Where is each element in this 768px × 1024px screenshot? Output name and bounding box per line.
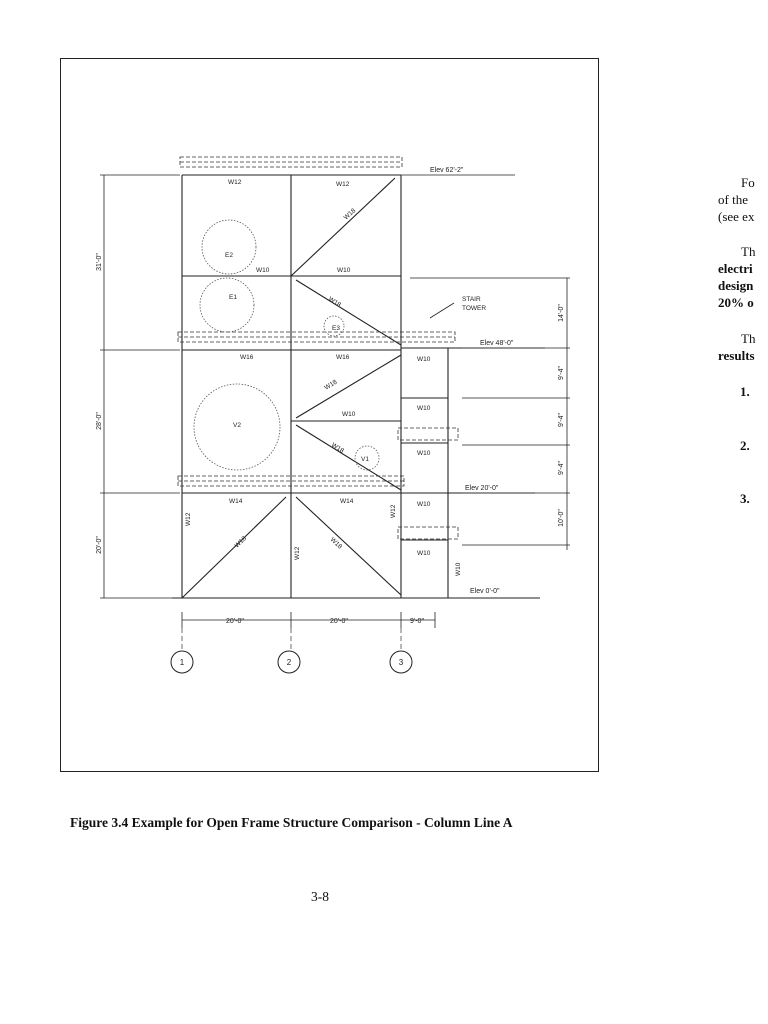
left-dim-1: 31'-0": [96, 253, 103, 271]
member-col-mid: W12: [294, 546, 301, 560]
left-dim-2: 28'-0": [96, 412, 103, 430]
member-brace-5: W18: [234, 535, 249, 550]
member-stair-4: W10: [417, 501, 431, 508]
bottom-dim-1: 20'-0": [226, 618, 244, 625]
left-dim-3: 20'-0": [96, 536, 103, 554]
column-label-2: 2: [287, 658, 292, 667]
brace-top-mid: [290, 177, 396, 277]
column-bubble-3: [389, 650, 413, 674]
right-dim-3: 9'-4": [558, 413, 565, 427]
member-col-right: W12: [390, 504, 397, 518]
figure-frame: [60, 58, 599, 772]
right-text-line: 20% o: [718, 295, 754, 310]
equip-label-v2: V2: [233, 422, 241, 429]
equip-label-e3: E3: [332, 325, 340, 332]
equipment-e3: [323, 315, 345, 337]
right-dim-2: 9'-4": [558, 366, 565, 380]
member-top-left: W12: [228, 179, 242, 186]
column-bubble-2: [277, 650, 301, 674]
member-upper-mid: W10: [337, 267, 351, 274]
right-dim-5: 9'-4": [558, 461, 565, 475]
right-text-line: design: [718, 278, 754, 293]
right-dim-1: 14'-0": [558, 304, 565, 322]
elev-label-48: Elev 48'-0": [480, 340, 514, 347]
member-brace-1: W18: [343, 207, 358, 221]
member-upper-left: W10: [256, 267, 270, 274]
list-number: 1.: [740, 384, 750, 399]
member-48-left: W16: [240, 354, 254, 361]
right-text-line: Th: [741, 331, 756, 346]
member-top-mid: W12: [336, 181, 350, 188]
right-text-line: of the: [718, 192, 748, 207]
right-text-line: Fo: [741, 175, 755, 190]
right-text-line: electri: [718, 261, 753, 276]
member-col-left: W12: [185, 512, 192, 526]
member-stair-5: W10: [417, 550, 431, 557]
member-20-mid: W14: [340, 498, 354, 505]
right-text-line: Th: [741, 244, 756, 259]
member-stair-1: W10: [417, 356, 431, 363]
bottom-dim-2: 20'-0": [330, 618, 348, 625]
brace-low-mid: [295, 496, 402, 596]
page-number: 3-8: [311, 889, 329, 904]
list-number: 3.: [740, 491, 750, 506]
member-stair-3: W10: [417, 450, 431, 457]
bottom-dim-3: 9'-0": [410, 618, 424, 625]
member-stair-2: W10: [417, 405, 431, 412]
equipment-v2: [193, 383, 281, 471]
column-bubble-1: [170, 650, 194, 674]
brace-low-left: [181, 496, 287, 599]
equipment-e1: [199, 277, 255, 333]
figure-caption: Figure 3.4 Example for Open Frame Struct…: [70, 815, 513, 830]
member-brace-3: W18: [323, 378, 338, 391]
member-48-mid: W16: [336, 354, 350, 361]
right-dim-4: 10'-0": [558, 509, 565, 527]
right-text-line: (see ex: [718, 209, 755, 224]
member-brace-4: W18: [330, 442, 345, 455]
right-text-line: results: [718, 348, 755, 363]
member-20-left: W14: [229, 498, 243, 505]
equip-label-v1: V1: [361, 456, 369, 463]
member-col-stair: W10: [455, 562, 462, 576]
brace-mid-a: [295, 354, 402, 419]
member-mid-beam: W10: [342, 411, 356, 418]
equipment-v1: [354, 445, 380, 471]
elev-label-top: Elev 62'-2": [430, 167, 464, 174]
stair-label-line1: STAIR: [462, 296, 481, 303]
brace-mid-b: [295, 424, 402, 491]
elev-label-20: Elev 20'-0": [465, 485, 499, 492]
brace-upper-mid: [295, 279, 402, 346]
stair-label-line2: TOWER: [462, 305, 486, 312]
equip-label-e2: E2: [225, 252, 233, 259]
elev-label-0: Elev 0'-0": [470, 588, 500, 595]
column-label-3: 3: [399, 658, 404, 667]
equip-label-e1: E1: [229, 294, 237, 301]
equipment-e2: [201, 219, 257, 275]
list-number: 2.: [740, 438, 750, 453]
column-label-1: 1: [180, 658, 185, 667]
